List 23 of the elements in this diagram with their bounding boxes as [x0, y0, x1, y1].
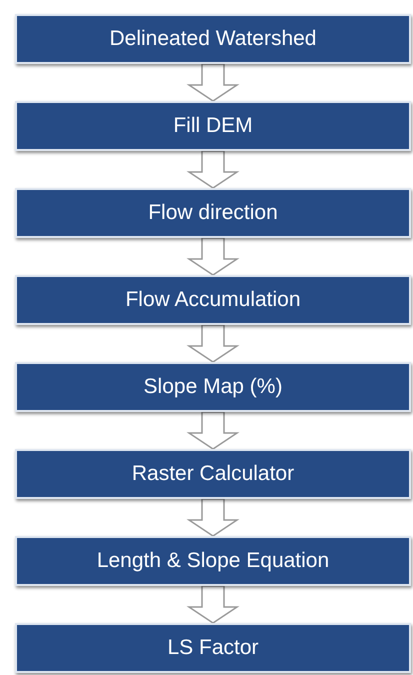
process-box	[15, 449, 411, 499]
down-arrow	[186, 498, 240, 537]
down-arrow	[186, 585, 240, 624]
down-arrow	[186, 411, 240, 450]
process-box	[15, 188, 411, 238]
step-label: Flow Accumulation	[125, 288, 301, 312]
step-label: Slope Map (%)	[144, 375, 282, 399]
step-label: Length & Slope Equation	[96, 549, 330, 573]
down-arrow	[186, 237, 240, 276]
down-arrow	[186, 63, 240, 102]
step-label: Flow direction	[148, 201, 278, 225]
step-label: LS Factor	[167, 636, 259, 660]
process-box	[15, 275, 411, 325]
step-label: Raster Calculator	[132, 462, 294, 486]
process-box	[15, 14, 411, 64]
process-box	[15, 362, 411, 412]
process-box	[15, 623, 411, 673]
step-label: Fill DEM	[173, 114, 253, 138]
step-label: Delineated Watershed	[109, 27, 316, 51]
down-arrow	[186, 324, 240, 363]
process-box	[15, 536, 411, 586]
down-arrow	[186, 150, 240, 189]
process-box	[15, 101, 411, 151]
